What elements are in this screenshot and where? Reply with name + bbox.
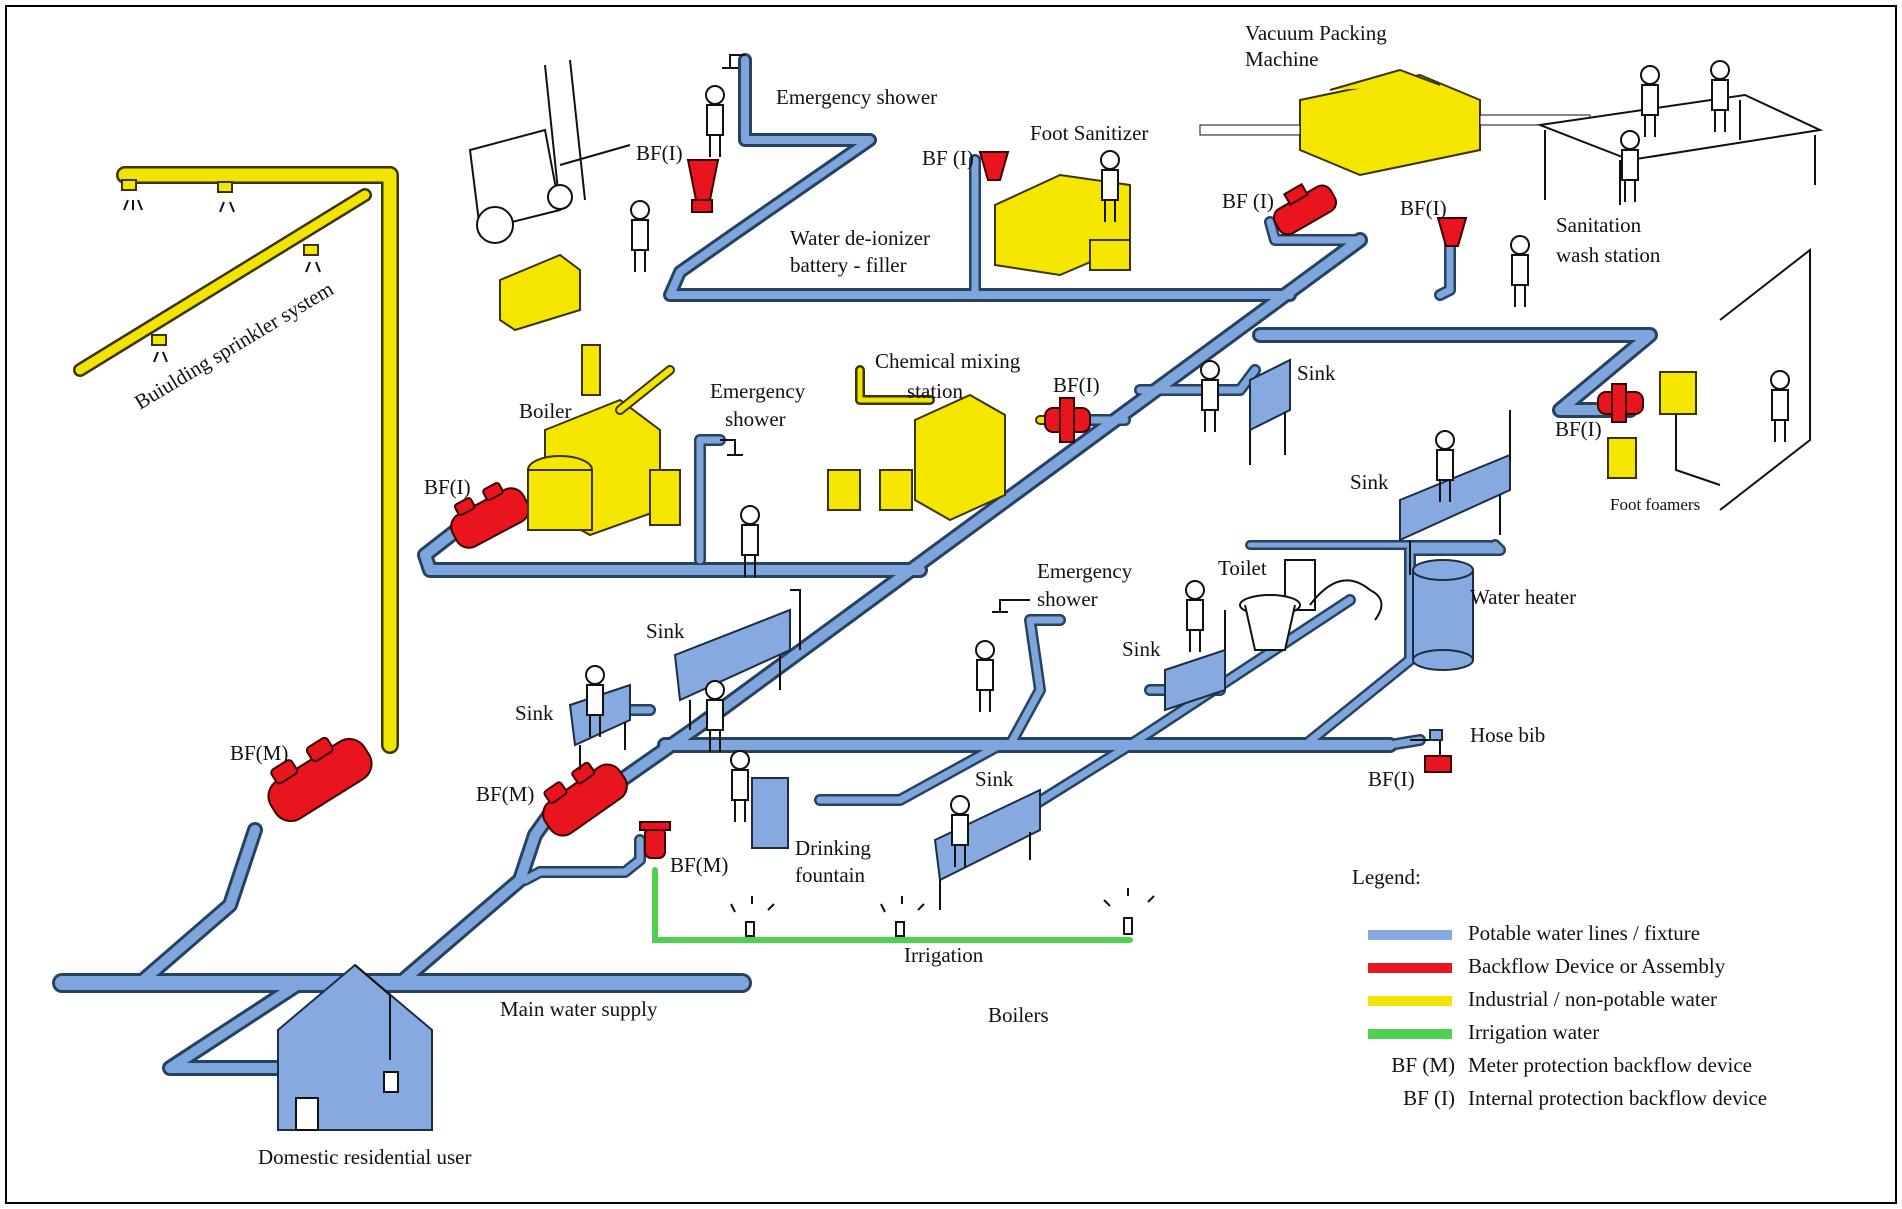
label-sink-upper: Sink bbox=[1297, 361, 1336, 385]
legend-swatch-3 bbox=[1368, 1029, 1452, 1039]
sprinkler-heads bbox=[122, 180, 320, 362]
bf-i-deionizer-device bbox=[688, 160, 718, 212]
label-sink-d: Sink bbox=[975, 767, 1014, 791]
label-drinking-1: Drinking bbox=[795, 836, 871, 860]
label-bf-i-foam: BF(I) bbox=[1555, 417, 1602, 441]
label-water-heater: Water heater bbox=[1470, 585, 1576, 609]
label-machine: Machine bbox=[1245, 47, 1318, 71]
label-domestic: Domestic residential user bbox=[258, 1145, 471, 1169]
label-bf-i-deionizer: BF(I) bbox=[636, 141, 683, 165]
emergency-shower-low-fixture bbox=[992, 600, 1030, 612]
person-figure bbox=[976, 641, 994, 712]
label-chemical-2: station bbox=[907, 379, 963, 403]
label-main-water-supply: Main water supply bbox=[500, 997, 658, 1021]
chemical-station-fixture bbox=[828, 395, 1005, 520]
label-bf-i-hose: BF(I) bbox=[1368, 767, 1415, 791]
legend-label-2: Industrial / non-potable water bbox=[1468, 987, 1717, 1011]
person-figure bbox=[1771, 371, 1789, 442]
label-sink-a: Sink bbox=[646, 619, 685, 643]
bf-m-irrigation-device bbox=[640, 822, 670, 858]
legend-label-3: Irrigation water bbox=[1468, 1020, 1599, 1044]
legend-label-0: Potable water lines / fixture bbox=[1468, 921, 1700, 945]
legend-swatch-1 bbox=[1368, 963, 1452, 973]
irrigation-line bbox=[655, 870, 1154, 940]
label-hose-bib: Hose bib bbox=[1470, 723, 1545, 747]
legend-swatch-0 bbox=[1368, 930, 1452, 940]
label-chemical-1: Chemical mixing bbox=[875, 349, 1021, 373]
sanitation-table bbox=[1540, 95, 1820, 205]
bf-i-foot-device bbox=[980, 152, 1008, 180]
bf-i-sanitation-device bbox=[1438, 218, 1466, 246]
legend-abbr-desc-1: Internal protection backflow device bbox=[1468, 1086, 1767, 1110]
foam-door bbox=[1720, 250, 1810, 510]
person-figure bbox=[1201, 361, 1219, 432]
label-sink-b: Sink bbox=[515, 701, 554, 725]
label-boiler: Boiler bbox=[519, 399, 572, 423]
boiler-fixture bbox=[528, 345, 680, 535]
legend-abbr-desc-0: Meter protection backflow device bbox=[1468, 1053, 1752, 1077]
label-bf-i-chemical: BF(I) bbox=[1053, 373, 1100, 397]
label-emergency-low-2: shower bbox=[1037, 587, 1098, 611]
label-sanitation-1: Sanitation bbox=[1556, 213, 1642, 237]
person-figure bbox=[1186, 581, 1204, 652]
label-sanitation-2: wash station bbox=[1556, 243, 1661, 267]
legend-label-1: Backflow Device or Assembly bbox=[1468, 954, 1726, 978]
label-emergency-mid-1: Emergency bbox=[710, 379, 806, 403]
forklift-sketch bbox=[470, 60, 630, 243]
label-sink-right: Sink bbox=[1350, 470, 1389, 494]
drinking-fountain-fixture bbox=[752, 778, 788, 848]
bf-m-main-device bbox=[255, 722, 378, 828]
person-figure bbox=[1621, 131, 1639, 202]
person-figure bbox=[1511, 236, 1529, 307]
label-drinking-2: fountain bbox=[795, 863, 865, 887]
label-irrigation: Irrigation bbox=[904, 943, 984, 967]
label-deionizer-2: battery - filler bbox=[790, 253, 907, 277]
label-bf-i-sanitation: BF(I) bbox=[1400, 196, 1447, 220]
label-bf-m-mid: BF(M) bbox=[476, 782, 534, 806]
label-deionizer-1: Water de-ionizer bbox=[790, 226, 930, 250]
label-sink-c: Sink bbox=[1122, 637, 1161, 661]
person-figure bbox=[731, 751, 749, 822]
legend-abbr-code-1: BF (I) bbox=[1403, 1086, 1455, 1110]
water-heater-fixture bbox=[1413, 560, 1473, 670]
legend-swatch-2 bbox=[1368, 996, 1452, 1006]
vacuum-machine-fixture bbox=[1200, 70, 1590, 175]
legend-abbr-code-0: BF (M) bbox=[1391, 1053, 1455, 1077]
label-bf-i-boiler: BF(I) bbox=[424, 475, 471, 499]
legend-title: Legend: bbox=[1352, 865, 1421, 889]
label-foot-sanitizer: Foot Sanitizer bbox=[1030, 121, 1148, 145]
person-figure bbox=[631, 201, 649, 272]
label-bf-m-main: BF(M) bbox=[230, 741, 288, 765]
legend: Legend: Potable water lines / fixtureBac… bbox=[1352, 865, 1767, 1110]
deionizer-filler-fixture bbox=[500, 255, 580, 330]
label-emergency-shower-top: Emergency shower bbox=[776, 85, 937, 109]
label-bf-i-vacuum: BF (I) bbox=[1222, 189, 1274, 213]
person-figure bbox=[706, 86, 724, 157]
label-toilet: Toilet bbox=[1218, 556, 1267, 580]
label-bf-i-foot: BF (I) bbox=[922, 146, 974, 170]
label-vacuum-packing: Vacuum Packing bbox=[1245, 21, 1387, 45]
label-foot-foamers: Foot foamers bbox=[1610, 495, 1700, 514]
label-boilers: Boilers bbox=[988, 1003, 1049, 1027]
bf-i-hose-device bbox=[1425, 756, 1451, 772]
label-emergency-low-1: Emergency bbox=[1037, 559, 1133, 583]
label-emergency-mid-2: shower bbox=[725, 407, 786, 431]
label-bf-m-irrigation: BF(M) bbox=[670, 853, 728, 877]
